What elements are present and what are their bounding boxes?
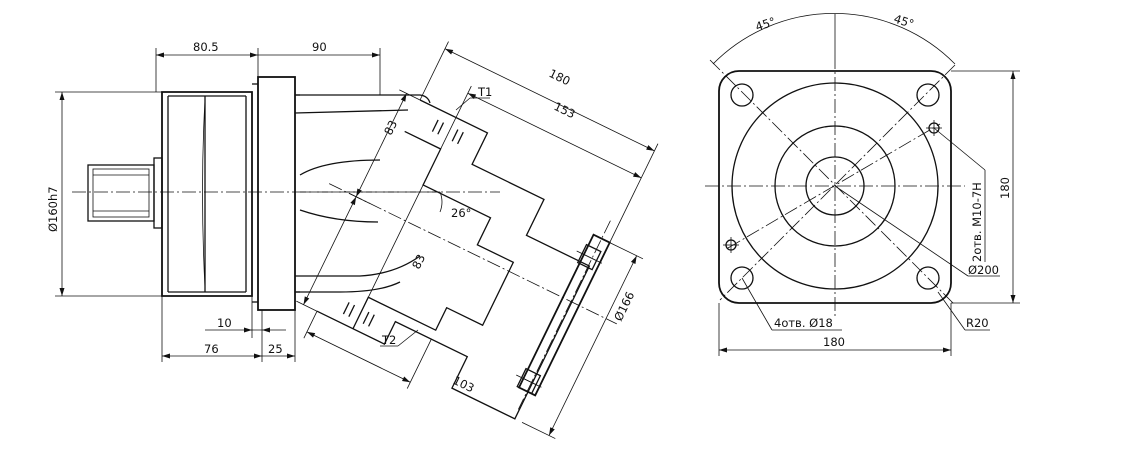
threaded-holes xyxy=(723,120,942,253)
dim-width-180: 180 xyxy=(823,335,845,349)
dim-height-180: 180 xyxy=(998,177,1012,199)
port-t1-label: T1 xyxy=(477,85,492,99)
mounting-flange xyxy=(252,76,300,311)
dim-103: 103 xyxy=(451,373,477,395)
side-view: 80.5 90 Ø160h7 10 76 xyxy=(46,40,500,362)
bolt-top xyxy=(576,243,603,271)
port-t1-marks xyxy=(431,119,464,145)
dim-80-5: 80.5 xyxy=(193,40,219,54)
shaft xyxy=(87,157,163,229)
port-t2-marks xyxy=(342,302,375,327)
side-dimensions: 80.5 90 Ø160h7 10 76 xyxy=(46,40,381,362)
dim-83-bottom: 83 xyxy=(409,252,428,271)
radius-note: R20 xyxy=(966,316,989,330)
dim-diameter-166: Ø166 xyxy=(611,289,637,323)
motor-body xyxy=(161,91,253,297)
hole-note: 4отв. Ø18 xyxy=(774,316,833,330)
thread-note: 2отв. M10-7H xyxy=(970,182,984,262)
bolt-bottom xyxy=(516,367,542,395)
angle-45-right: 45° xyxy=(892,12,916,32)
dim-diameter-160: Ø160h7 xyxy=(46,186,60,232)
port-block xyxy=(296,41,659,439)
housing-neck xyxy=(294,94,431,293)
dim-76: 76 xyxy=(204,342,219,356)
port-t2-label: T2 xyxy=(381,333,396,347)
mounting-holes xyxy=(730,83,940,290)
angle-26: 26° xyxy=(451,206,471,220)
dim-25: 25 xyxy=(268,342,283,356)
angled-view: 180 153 T1 T2 83 83 26° Ø166 103 xyxy=(296,41,659,439)
angle-45-left: 45° xyxy=(754,14,778,34)
dim-diameter-200: Ø200 xyxy=(968,263,999,277)
dim-153: 153 xyxy=(552,99,578,121)
dim-90: 90 xyxy=(312,40,327,54)
front-view: 45° 45° 180 2отв. M10-7H Ø200 4отв. Ø18 … xyxy=(705,12,1020,356)
dim-180-angled: 180 xyxy=(547,66,573,88)
dim-10: 10 xyxy=(217,316,232,330)
dim-83-top: 83 xyxy=(381,118,400,137)
